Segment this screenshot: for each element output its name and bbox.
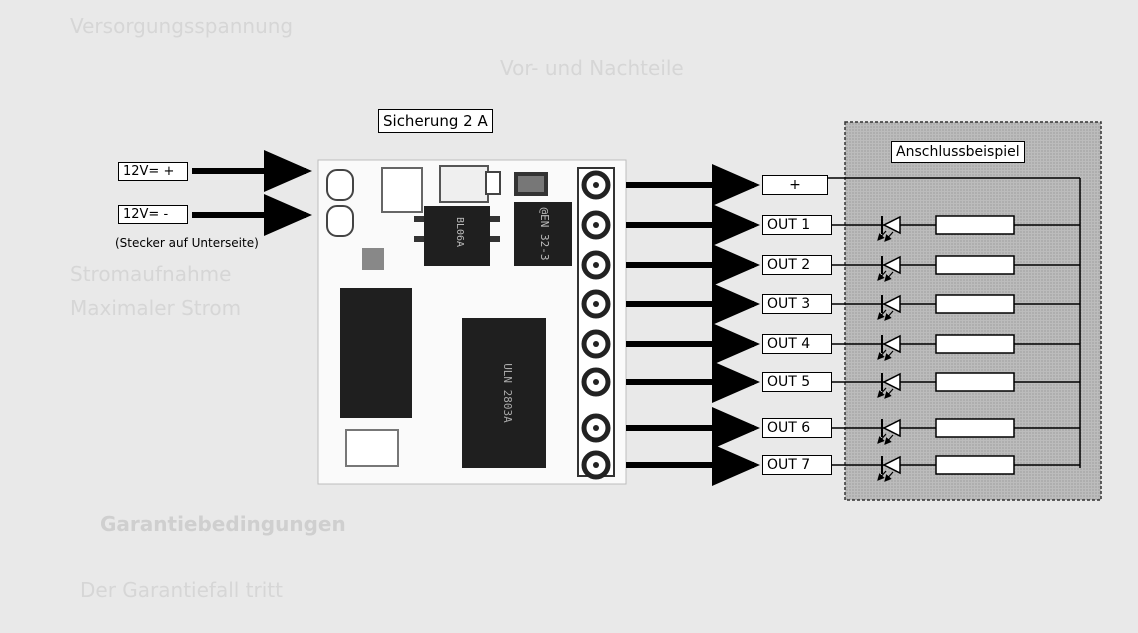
output-label-2: OUT 2 xyxy=(762,255,832,275)
led-symbol xyxy=(882,215,901,235)
output-label-1: OUT 1 xyxy=(762,215,832,235)
solder-pad xyxy=(326,205,354,237)
resistor-symbol xyxy=(935,455,1015,475)
svg-text:@EN 32-3: @EN 32-3 xyxy=(538,208,551,261)
header-pin-hole xyxy=(593,301,599,307)
svg-text:BL06A: BL06A xyxy=(454,217,465,247)
output-label-3: OUT 3 xyxy=(762,294,832,314)
led-symbol xyxy=(882,334,901,354)
led-resistor-row xyxy=(832,418,1080,445)
led-symbol xyxy=(882,255,901,275)
output-label-7: OUT 7 xyxy=(762,455,832,475)
led-symbol xyxy=(882,372,901,392)
output-label-4: OUT 4 xyxy=(762,334,832,354)
led-resistor-row xyxy=(832,334,1080,361)
header-pin-hole xyxy=(593,425,599,431)
output-plus-label: + xyxy=(762,175,828,195)
header-pin-hole xyxy=(593,462,599,468)
led-symbol xyxy=(882,455,901,475)
header-pin-hole xyxy=(593,262,599,268)
resistor-symbol xyxy=(935,294,1015,314)
output-label-6: OUT 6 xyxy=(762,418,832,438)
regulator-chip: BL06A xyxy=(414,206,500,266)
resistor-symbol xyxy=(935,372,1015,392)
fuse-label: Sicherung 2 A xyxy=(378,109,493,133)
input-plus-label: 12V= + xyxy=(118,162,188,181)
driver-ic: ULN 2803A xyxy=(462,318,546,468)
resistor-symbol xyxy=(935,255,1015,275)
output-label-5: OUT 5 xyxy=(762,372,832,392)
led-resistor-row xyxy=(832,372,1080,399)
example-title: Anschlussbeispiel xyxy=(891,141,1025,163)
resistor-symbol xyxy=(935,334,1015,354)
resistor-symbol xyxy=(935,418,1015,438)
led-resistor-row xyxy=(832,455,1080,482)
led-resistor-row xyxy=(832,215,1080,242)
solder-pad xyxy=(326,169,354,201)
connector-note: (Stecker auf Unterseite) xyxy=(115,236,259,250)
decoder-board: BL06A @EN 32-3 ULN 2803A xyxy=(317,159,627,485)
header-pin-hole xyxy=(593,182,599,188)
small-chip: @EN 32-3 xyxy=(514,202,572,266)
svg-text:ULN 2803A: ULN 2803A xyxy=(501,363,514,423)
resistor-symbol xyxy=(935,215,1015,235)
led-resistor-row xyxy=(832,255,1080,282)
header-pin-hole xyxy=(593,379,599,385)
header-pin-hole xyxy=(593,341,599,347)
left-ic xyxy=(340,288,412,418)
led-symbol xyxy=(882,418,901,438)
led-symbol xyxy=(882,294,901,314)
input-minus-label: 12V= - xyxy=(118,205,188,224)
header-pin-hole xyxy=(593,222,599,228)
led-resistor-row xyxy=(832,294,1080,321)
